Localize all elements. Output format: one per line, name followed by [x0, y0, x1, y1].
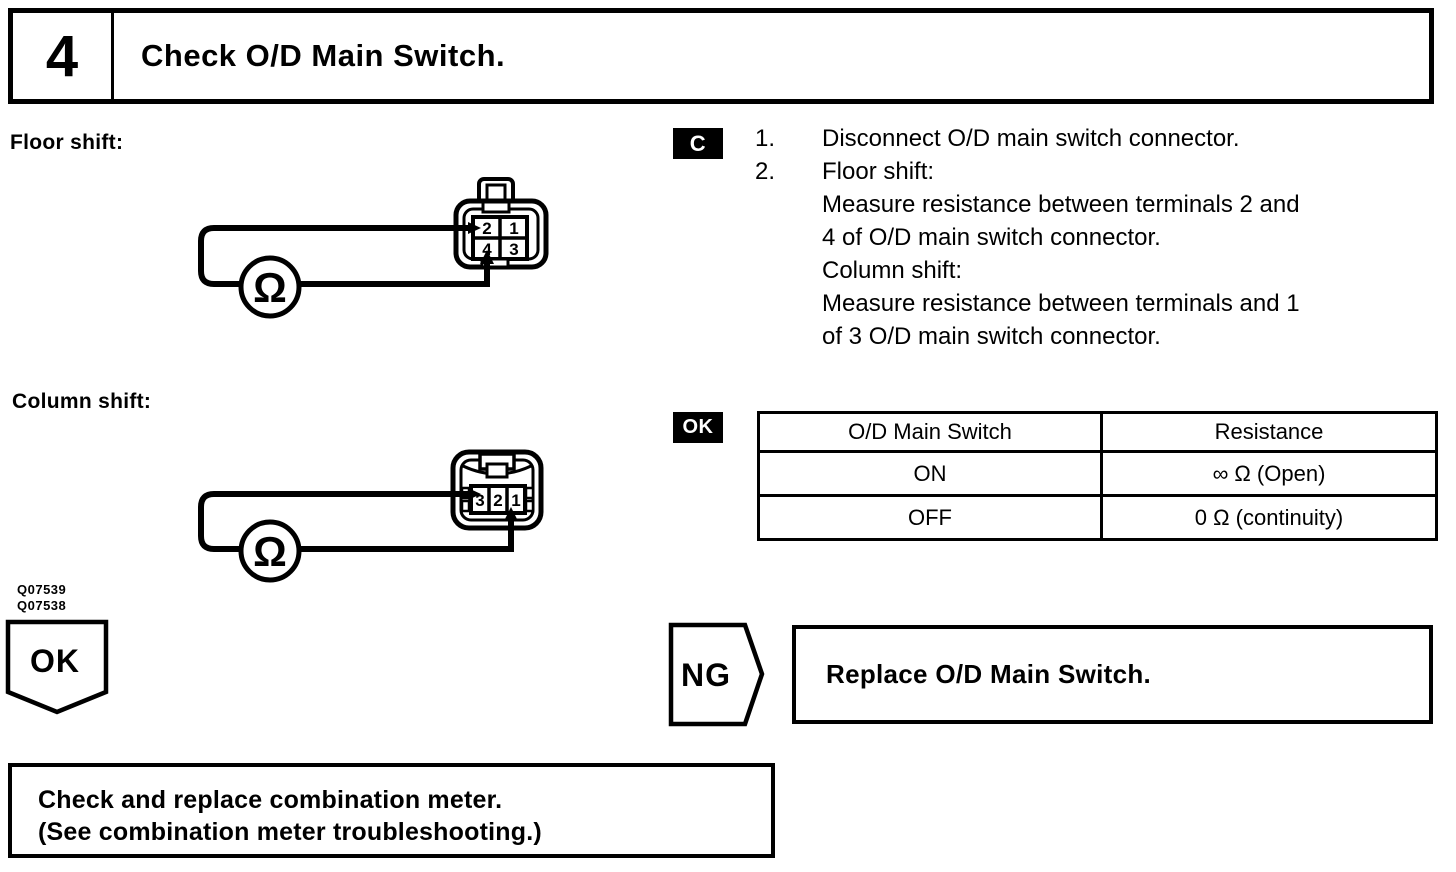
- terminal-label: 4: [482, 240, 492, 259]
- instruction-list: 1. Disconnect O/D main switch connector.…: [755, 122, 1455, 353]
- ok-action-line: (See combination meter troubleshooting.): [38, 818, 542, 846]
- terminal-label: 2: [493, 491, 502, 510]
- ok-action-line: Check and replace combination meter.: [38, 786, 503, 814]
- figure-codes: Q07539 Q07538: [17, 582, 66, 614]
- step-number: 4: [13, 13, 114, 99]
- ok-badge: OK: [673, 412, 723, 443]
- ok-action-box: Check and replace combination meter. (Se…: [8, 763, 775, 858]
- ng-flow-label: NG: [681, 657, 731, 693]
- instruction-item: 2. Floor shift: Measure resistance betwe…: [755, 155, 1455, 353]
- ng-action-text: Replace O/D Main Switch.: [826, 659, 1152, 689]
- instruction-line: Column shift:: [822, 257, 963, 284]
- instruction-line: Measure resistance between terminals 2 a…: [822, 191, 1300, 218]
- figure-code: Q07539: [17, 582, 67, 597]
- ng-action-box: Replace O/D Main Switch.: [792, 625, 1433, 724]
- instruction-number: 2.: [755, 158, 776, 185]
- instruction-line: 4 of O/D main switch connector.: [822, 224, 1161, 251]
- terminal-label: 3: [475, 491, 484, 510]
- resistance-table: O/D Main Switch Resistance ON ∞ Ω (Open)…: [757, 411, 1438, 541]
- table-cell: 0 Ω (continuity): [1194, 504, 1344, 530]
- ok-flow-label: OK: [30, 643, 80, 679]
- instruction-line: Measure resistance between terminals and…: [822, 290, 1300, 317]
- column-connector-icon: 3 2 1: [450, 449, 544, 531]
- table-row: OFF 0 Ω (continuity): [760, 494, 1435, 538]
- terminal-label: 2: [482, 219, 491, 238]
- instruction-number: 1.: [755, 125, 776, 152]
- instruction-line: Disconnect O/D main switch connector.: [822, 125, 1240, 152]
- step-header: 4 Check O/D Main Switch.: [8, 8, 1434, 104]
- instruction-text: Floor shift: Measure resistance between …: [822, 155, 1455, 353]
- column-test-leads: [198, 488, 518, 552]
- table-cell: OFF: [760, 497, 1103, 538]
- floor-shift-label: Floor shift:: [10, 131, 124, 154]
- table-cell: ON: [760, 453, 1103, 494]
- table-header-cell: O/D Main Switch: [760, 414, 1103, 450]
- table-header-row: O/D Main Switch Resistance: [760, 414, 1435, 450]
- floor-shift-diagram: 2 1 4 3 Ω: [198, 177, 549, 319]
- ok-flow-shape: OK: [5, 619, 109, 715]
- ng-flow-shape: NG: [668, 622, 765, 727]
- table-cell: ∞ Ω (Open): [1212, 460, 1326, 486]
- instruction-line: of 3 O/D main switch connector.: [822, 323, 1161, 350]
- column-shift-label: Column shift:: [12, 390, 152, 413]
- column-shift-diagram: 3 2 1 Ω: [198, 449, 544, 583]
- page-title: Check O/D Main Switch.: [141, 38, 506, 73]
- ohmmeter-icon: Ω: [238, 255, 302, 319]
- terminal-label: 1: [511, 491, 520, 510]
- ohmmeter-icon: Ω: [238, 519, 302, 583]
- table-row: ON ∞ Ω (Open): [760, 450, 1435, 494]
- figure-code: Q07538: [17, 598, 67, 613]
- terminal-label: 1: [509, 219, 518, 238]
- ohm-symbol: Ω: [253, 528, 287, 575]
- instruction-line: Floor shift:: [822, 158, 935, 185]
- floor-connector-icon: 2 1 4 3: [453, 177, 549, 270]
- ohm-symbol: Ω: [253, 264, 287, 311]
- instruction-item: 1. Disconnect O/D main switch connector.: [755, 122, 1455, 155]
- table-header-cell: Resistance: [1214, 419, 1324, 444]
- floor-test-leads: [198, 222, 494, 287]
- instruction-text: Disconnect O/D main switch connector.: [822, 122, 1455, 155]
- terminal-label: 3: [509, 240, 518, 259]
- step-c-badge: C: [673, 128, 723, 159]
